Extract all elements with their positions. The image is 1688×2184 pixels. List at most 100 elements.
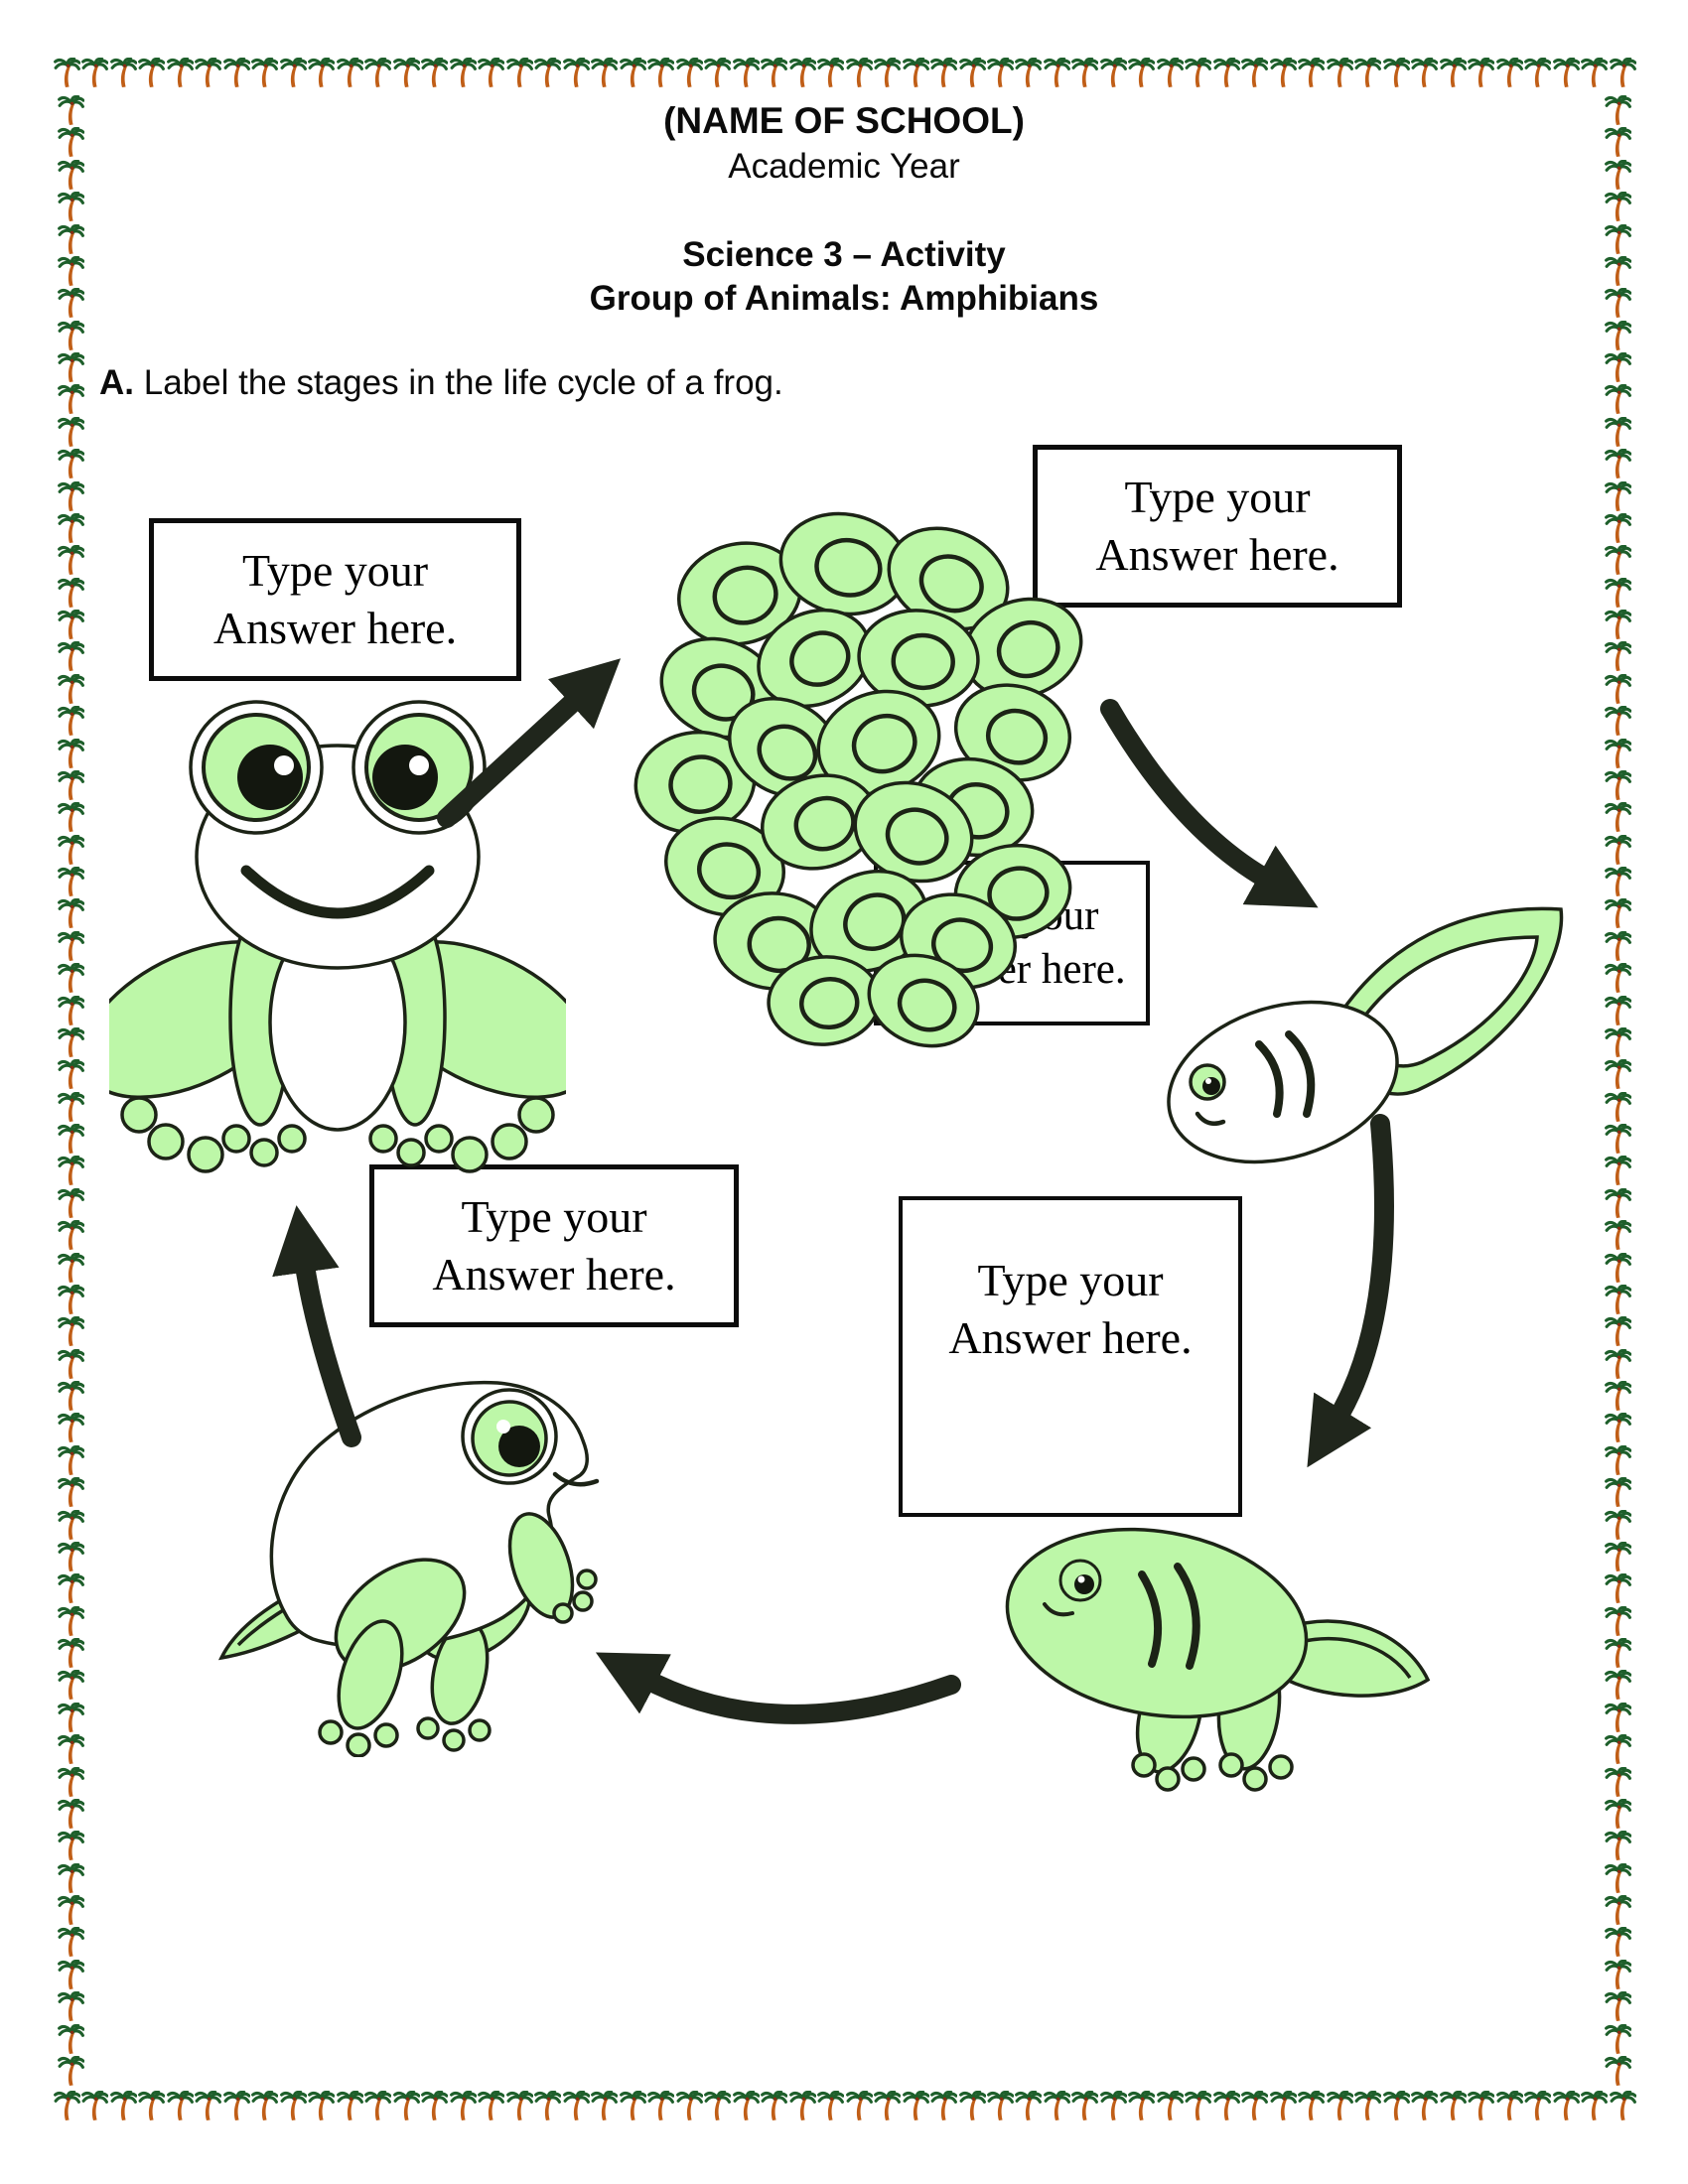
palm-tree-icon — [57, 577, 84, 608]
palm-tree-icon — [1604, 352, 1631, 382]
palm-tree-icon — [1382, 2091, 1410, 2120]
palm-tree-icon — [1604, 1959, 1631, 1989]
answer-box-egg-mass[interactable]: Type your Answer here. — [1033, 445, 1402, 608]
palm-tree-icon — [57, 1444, 84, 1475]
academic-year-heading: Academic Year — [728, 147, 960, 186]
palm-tree-icon — [1156, 2091, 1184, 2120]
palm-tree-icon — [788, 58, 816, 87]
palm-tree-icon — [57, 738, 84, 768]
palm-tree-icon — [421, 2091, 449, 2120]
palm-tree-icon — [57, 1638, 84, 1668]
palm-tree-icon — [57, 384, 84, 415]
palm-tree-icon — [81, 58, 109, 87]
palm-tree-icon — [647, 58, 675, 87]
palm-tree-icon — [57, 1187, 84, 1218]
palm-border-right — [1603, 95, 1632, 2087]
palm-tree-icon — [1524, 58, 1552, 87]
palm-tree-icon — [57, 673, 84, 704]
palm-tree-icon — [1604, 1220, 1631, 1251]
palm-tree-icon — [902, 58, 929, 87]
answer-box-placeholder: Type your Answer here. — [1095, 472, 1339, 580]
palm-tree-icon — [57, 1798, 84, 1829]
palm-tree-icon — [57, 95, 84, 125]
course-title-heading: Science 3 – Activity — [682, 235, 1006, 274]
palm-tree-icon — [364, 2091, 392, 2120]
palm-border-left — [56, 95, 85, 2087]
palm-tree-icon — [761, 58, 788, 87]
palm-tree-icon — [57, 255, 84, 286]
palm-tree-icon — [57, 288, 84, 319]
palm-tree-icon — [562, 58, 590, 87]
palm-tree-icon — [57, 1862, 84, 1893]
palm-tree-icon — [987, 2091, 1014, 2120]
palm-border-bottom — [54, 2091, 1636, 2124]
palm-tree-icon — [817, 58, 845, 87]
palm-tree-icon — [619, 58, 646, 87]
palm-tree-icon — [874, 2091, 902, 2120]
palm-tree-icon — [167, 58, 194, 87]
palm-tree-icon — [1495, 2091, 1523, 2120]
palm-tree-icon — [1298, 58, 1326, 87]
palm-tree-icon — [57, 1541, 84, 1571]
palm-tree-icon — [110, 58, 137, 87]
palm-tree-icon — [57, 834, 84, 865]
palm-tree-icon — [1604, 1862, 1631, 1893]
palm-tree-icon — [1604, 995, 1631, 1025]
palm-tree-icon — [1604, 1670, 1631, 1701]
palm-tree-icon — [1128, 2091, 1156, 2120]
palm-tree-icon — [57, 706, 84, 737]
palm-tree-icon — [1604, 673, 1631, 704]
palm-tree-icon — [54, 2091, 80, 2120]
palm-tree-icon — [57, 127, 84, 158]
answer-box-froglet[interactable]: Type your Answer here. — [369, 1164, 739, 1327]
palm-tree-icon — [591, 58, 619, 87]
palm-tree-icon — [1604, 2023, 1631, 2054]
palm-tree-icon — [478, 58, 505, 87]
palm-tree-icon — [1326, 2091, 1353, 2120]
palm-tree-icon — [57, 1959, 84, 1989]
palm-tree-icon — [1604, 1187, 1631, 1218]
palm-tree-icon — [1468, 2091, 1495, 2120]
palm-tree-icon — [534, 2091, 562, 2120]
palm-tree-icon — [1468, 58, 1495, 87]
palm-tree-icon — [1604, 1927, 1631, 1958]
palm-tree-icon — [902, 2091, 929, 2120]
answer-box-tadpole-with-legs[interactable]: Type your Answer here. — [899, 1196, 1242, 1517]
palm-tree-icon — [57, 1509, 84, 1540]
palm-tree-icon — [1609, 58, 1636, 87]
palm-tree-icon — [675, 58, 703, 87]
palm-tree-icon — [930, 58, 958, 87]
palm-tree-icon — [57, 449, 84, 479]
answer-box-placeholder: Type your Answer here. — [432, 1191, 676, 1299]
palm-tree-icon — [167, 2091, 194, 2120]
palm-tree-icon — [1604, 610, 1631, 639]
palm-tree-icon — [449, 58, 477, 87]
palm-tree-icon — [1604, 1413, 1631, 1443]
palm-tree-icon — [1354, 2091, 1382, 2120]
palm-tree-icon — [1604, 512, 1631, 543]
palm-tree-icon — [1411, 58, 1439, 87]
palm-tree-icon — [1604, 1156, 1631, 1186]
answer-box-adult-frog[interactable]: Type your Answer here. — [149, 518, 521, 681]
palm-tree-icon — [57, 1124, 84, 1154]
palm-tree-icon — [1604, 577, 1631, 608]
palm-tree-icon — [1212, 2091, 1240, 2120]
palm-tree-icon — [1604, 930, 1631, 961]
palm-tree-icon — [1354, 58, 1382, 87]
palm-tree-icon — [1604, 706, 1631, 737]
palm-tree-icon — [1604, 384, 1631, 415]
palm-tree-icon — [1604, 738, 1631, 768]
palm-tree-icon — [1099, 2091, 1127, 2120]
instruction-letter: A. — [99, 363, 134, 402]
palm-tree-icon — [1604, 1895, 1631, 1925]
instruction-text: Label the stages in the life cycle of a … — [143, 363, 783, 402]
palm-tree-icon — [57, 1316, 84, 1347]
palm-tree-icon — [1604, 95, 1631, 125]
palm-tree-icon — [1604, 1124, 1631, 1154]
palm-tree-icon — [222, 2091, 250, 2120]
palm-tree-icon — [54, 58, 80, 87]
palm-tree-icon — [478, 2091, 505, 2120]
palm-tree-icon — [1495, 58, 1523, 87]
palm-tree-icon — [279, 58, 307, 87]
palm-tree-icon — [1604, 1444, 1631, 1475]
